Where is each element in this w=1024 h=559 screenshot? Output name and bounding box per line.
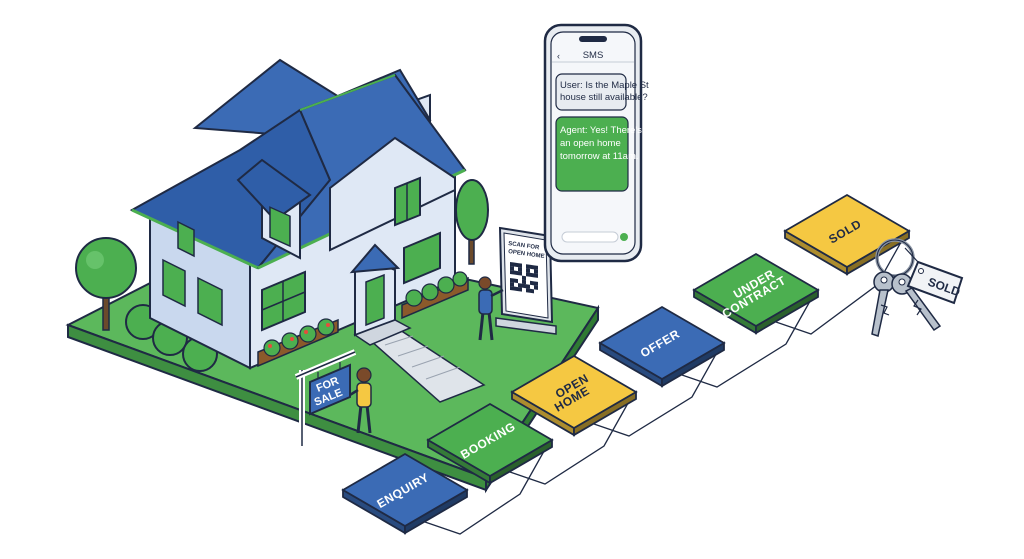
sms-header: SMS (583, 50, 604, 61)
qr-module (514, 262, 518, 268)
person-at-sale-sign (344, 367, 372, 434)
key-icon (871, 271, 895, 337)
pipeline-connector (681, 293, 815, 388)
message-input[interactable] (561, 231, 619, 243)
house (129, 58, 469, 370)
window (162, 220, 223, 327)
tree-left (75, 237, 137, 331)
message-user-line: User: Is the Maple St (560, 80, 649, 91)
qr-module (526, 268, 530, 273)
front-door (349, 243, 412, 346)
qr-module (526, 288, 530, 293)
send-icon[interactable] (620, 233, 628, 241)
message-agent-line: Agent: Yes! There's (560, 125, 642, 136)
qr-module (526, 284, 530, 289)
qr-module (510, 286, 514, 291)
qr-module (518, 287, 522, 292)
pipeline-stage: ENQUIRY (341, 452, 469, 535)
qr-module (530, 272, 534, 278)
message-agent-text: Agent: Yes! There's an open home tomorro… (560, 125, 645, 162)
pipeline-stage-tile (341, 452, 469, 528)
pipeline-connector (424, 443, 549, 535)
qr-module (530, 288, 534, 294)
window-front (261, 176, 441, 332)
qr-module (534, 265, 538, 270)
qr-module (514, 286, 518, 292)
qr-module (534, 273, 538, 278)
pipeline-stage-tile (426, 402, 554, 478)
qr-module (510, 270, 514, 275)
message-user: User: Is the Maple St house still availa… (555, 73, 651, 111)
tree-right (455, 179, 489, 265)
qr-module (510, 262, 514, 267)
message-agent-line: tomorrow at 11am. (560, 151, 639, 162)
qr-module (510, 282, 514, 287)
qr-module (514, 270, 518, 276)
qr-sign-line2: OPEN HOME (508, 249, 545, 260)
qr-module (530, 280, 534, 286)
hedge-box (401, 271, 469, 320)
pipeline-stage: OFFER (598, 305, 726, 388)
qr-module (518, 263, 522, 268)
message-user-line: house still available? (560, 92, 648, 103)
qr-sign: SCAN FOR OPEN HOME (495, 226, 557, 335)
qr-module (510, 278, 514, 283)
qr-sign-line1: SCAN FOR (508, 241, 541, 251)
key-tag: SOLD (906, 260, 964, 305)
message-agent-line: an open home (560, 138, 621, 149)
key-icon (891, 273, 942, 332)
pipeline-stage-tile (598, 305, 726, 381)
pipeline-connector (509, 395, 633, 485)
pipeline: ENQUIRYBOOKINGOPENHOMEOFFERUNDERCONTRACT… (341, 193, 911, 535)
qr-module (518, 267, 522, 272)
qr-module (522, 279, 526, 285)
flower-box (257, 318, 339, 368)
qr-module (522, 275, 526, 281)
qr-module (522, 283, 526, 289)
pipeline-connectors (424, 234, 906, 535)
qr-module (526, 264, 530, 269)
qr-module (518, 271, 522, 276)
message-agent: Agent: Yes! There's an open home tomorro… (555, 116, 645, 192)
pipeline-stage: BOOKING (426, 402, 554, 485)
qr-module (534, 281, 538, 286)
qr-module (526, 272, 530, 277)
for-sale-sign: FOR SALE (294, 349, 357, 446)
person-at-qr-sign (478, 276, 504, 341)
keys: SOLD (871, 238, 964, 337)
qr-module (514, 278, 518, 284)
qr-code-icon (510, 262, 538, 294)
qr-module (534, 285, 538, 290)
smartphone: ‹ SMS User: Is the Maple St house still … (543, 23, 651, 263)
qr-module (530, 264, 534, 270)
pipeline-stage-tile (692, 252, 820, 328)
message-user-text: User: Is the Maple St house still availa… (560, 80, 651, 103)
pipeline-connector (775, 234, 906, 335)
qr-module (518, 283, 522, 288)
pipeline-connector (593, 346, 721, 437)
qr-module (534, 269, 538, 274)
pipeline-stage-tile (510, 354, 638, 430)
qr-module (510, 266, 514, 271)
back-chevron-icon[interactable]: ‹ (557, 51, 560, 61)
